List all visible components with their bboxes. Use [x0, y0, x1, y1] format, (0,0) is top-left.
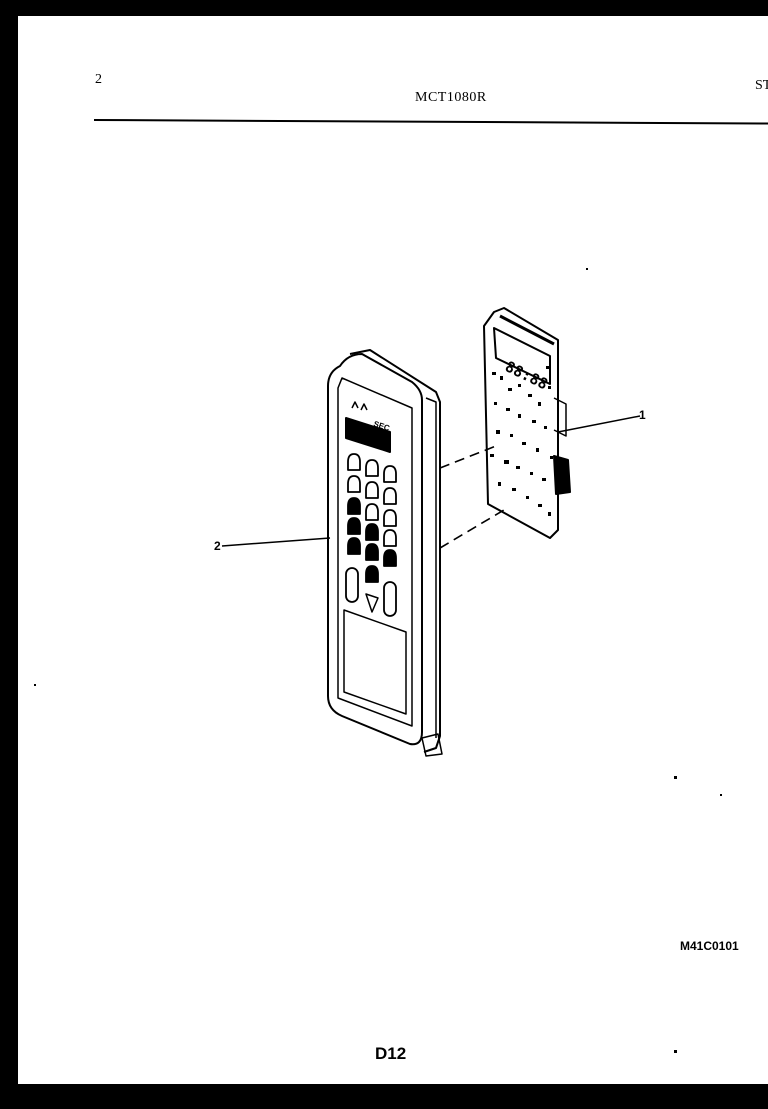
keypad-buttons [345, 453, 397, 617]
scan-speck [34, 684, 36, 686]
callout-1-leader [557, 415, 641, 433]
board-display-digits: 88:88 [502, 357, 550, 393]
callout-2-label: 2 [214, 539, 221, 553]
control-panel [327, 349, 443, 757]
drawing-sheet: 2 MCT1080R ST [18, 16, 768, 1084]
board-components [490, 366, 553, 516]
corner-text: ST [755, 78, 768, 93]
diagram-code: M41C0101 [680, 939, 739, 953]
page-code: D12 [375, 1044, 407, 1063]
callout-1-label: 1 [639, 408, 646, 422]
control-board [439, 307, 571, 549]
model-number: MCT1080R [415, 90, 487, 105]
scan-speck [674, 1050, 677, 1053]
scan-speck [674, 776, 677, 779]
exploded-parts-drawing: 88:88 SEC 1 2 [214, 307, 646, 757]
callout-2-leader [221, 537, 331, 547]
edge-mark [0, 854, 12, 858]
page-number: 2 [95, 72, 102, 87]
scan-speck [586, 268, 588, 270]
scan-speck [720, 794, 722, 796]
edge-mark [0, 676, 12, 684]
